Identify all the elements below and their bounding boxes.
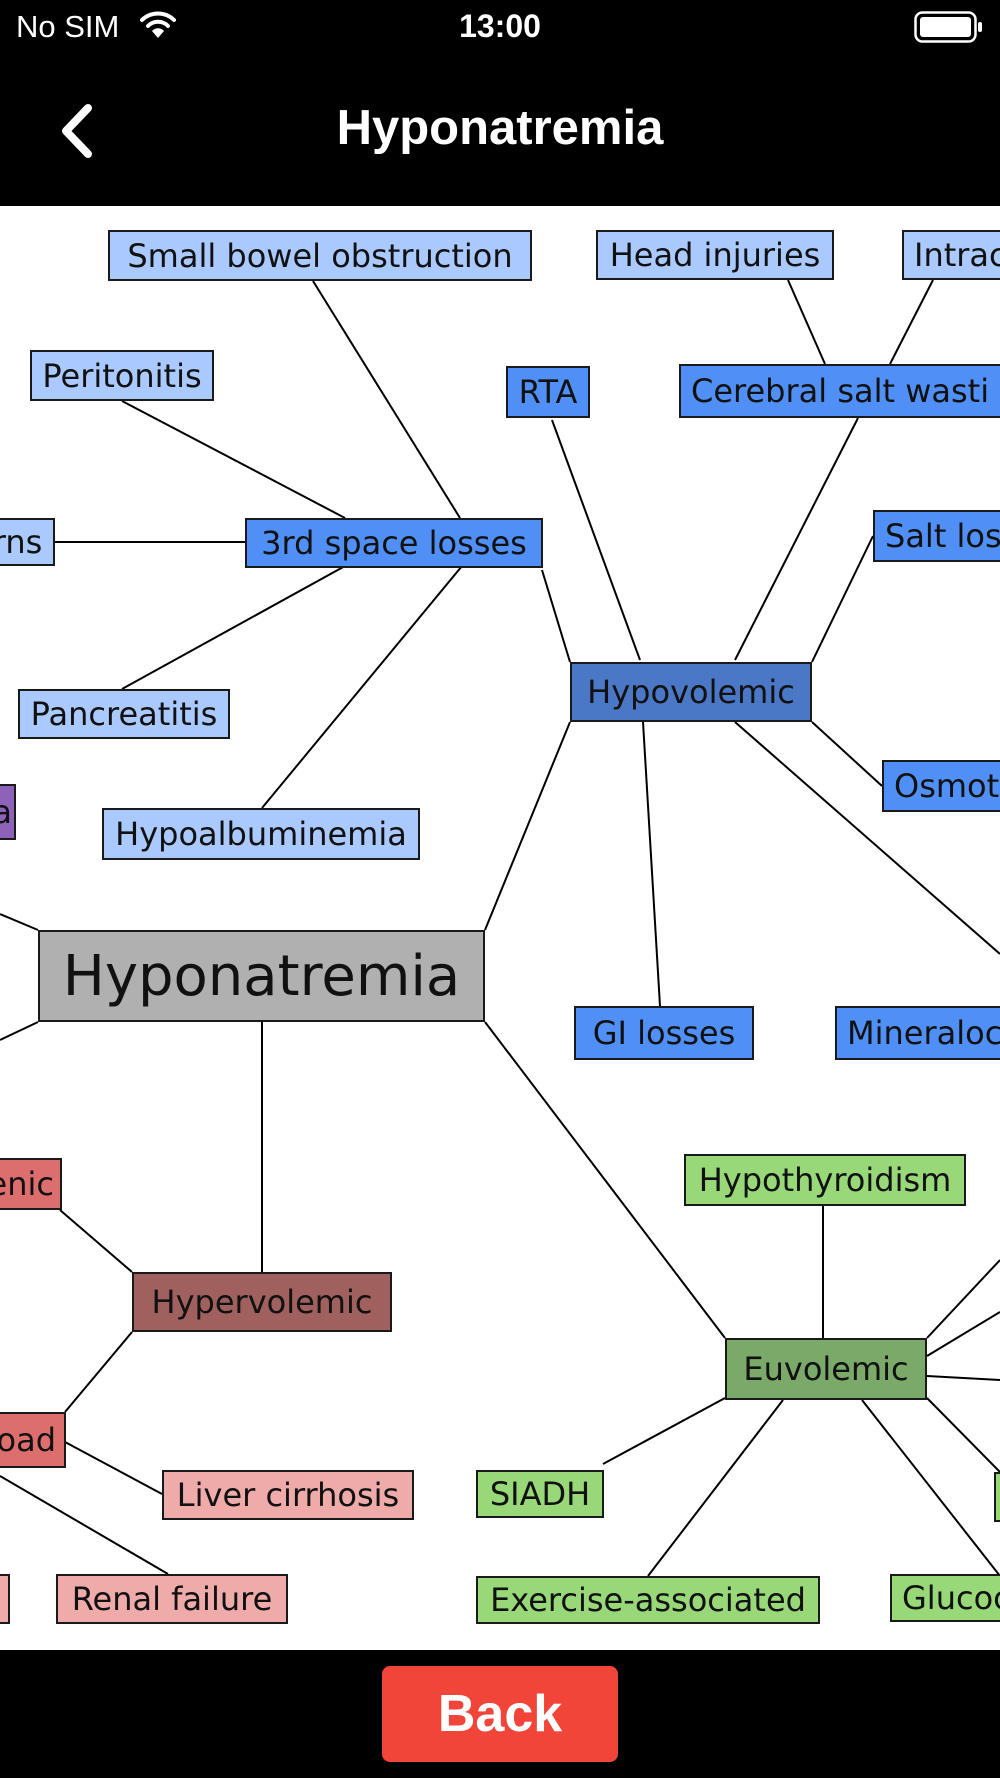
node-salt-losing[interactable]: Salt los [873,510,1000,562]
node-cerebral-salt-wasting[interactable]: Cerebral salt wasti [679,364,1000,418]
node-3rd-space-losses[interactable]: 3rd space losses [245,518,543,568]
node-volume-overload[interactable]: oad [0,1412,66,1468]
node-pancreatitis[interactable]: Pancreatitis [18,689,230,739]
clock: 13:00 [459,8,541,44]
node-hypervolemic-partial-top[interactable]: enic [0,1158,62,1210]
mind-map-links [0,279,1000,1577]
wifi-icon [140,11,176,38]
node-hypothyroidism[interactable]: Hypothyroidism [684,1154,966,1206]
node-burns[interactable]: rns [0,518,55,566]
node-small-bowel-obstruction[interactable]: Small bowel obstruction [108,230,532,281]
node-gi-losses[interactable]: GI losses [574,1006,754,1060]
node-renal-failure[interactable]: Renal failure [56,1574,288,1624]
node-glucocorticoid[interactable]: Glucoc [890,1574,1000,1622]
node-hypoalbuminemia[interactable]: Hypoalbuminemia [102,808,420,860]
node-partial-purple[interactable]: a [0,784,16,840]
node-peritonitis[interactable]: Peritonitis [30,350,214,401]
page-title: Hyponatremia [336,101,664,155]
status-bar: No SIM 13:00 [0,0,1000,54]
mind-map-root[interactable]: Hyponatremia [38,930,485,1022]
node-head-injuries[interactable]: Head injuries [596,230,834,280]
mind-map[interactable]: Hyponatremia Hypovolemic RTA Cerebral sa… [0,206,1000,1650]
node-osmotic[interactable]: Osmot [882,760,1000,812]
node-siadh[interactable]: SIADH [476,1470,604,1518]
node-partial-pink [0,1574,10,1624]
battery-icon [914,11,982,43]
node-intracranial[interactable]: Intrac [902,230,1000,280]
bottom-toolbar: Back [0,1650,1000,1778]
back-button[interactable]: Back [382,1666,618,1762]
carrier-label: No SIM [16,9,120,44]
node-euvolemic[interactable]: Euvolemic [725,1338,927,1400]
navigation-bar: Hyponatremia [0,54,1000,206]
node-hypovolemic[interactable]: Hypovolemic [570,662,812,722]
node-hypervolemic[interactable]: Hypervolemic [132,1272,392,1332]
node-liver-cirrhosis[interactable]: Liver cirrhosis [162,1470,414,1520]
chevron-left-icon[interactable] [48,96,108,166]
node-rta[interactable]: RTA [506,366,590,418]
node-exercise-associated[interactable]: Exercise-associated [476,1576,820,1624]
node-partial-green [994,1472,1000,1522]
node-mineralocorticoid[interactable]: Mineraloc [835,1006,1000,1060]
